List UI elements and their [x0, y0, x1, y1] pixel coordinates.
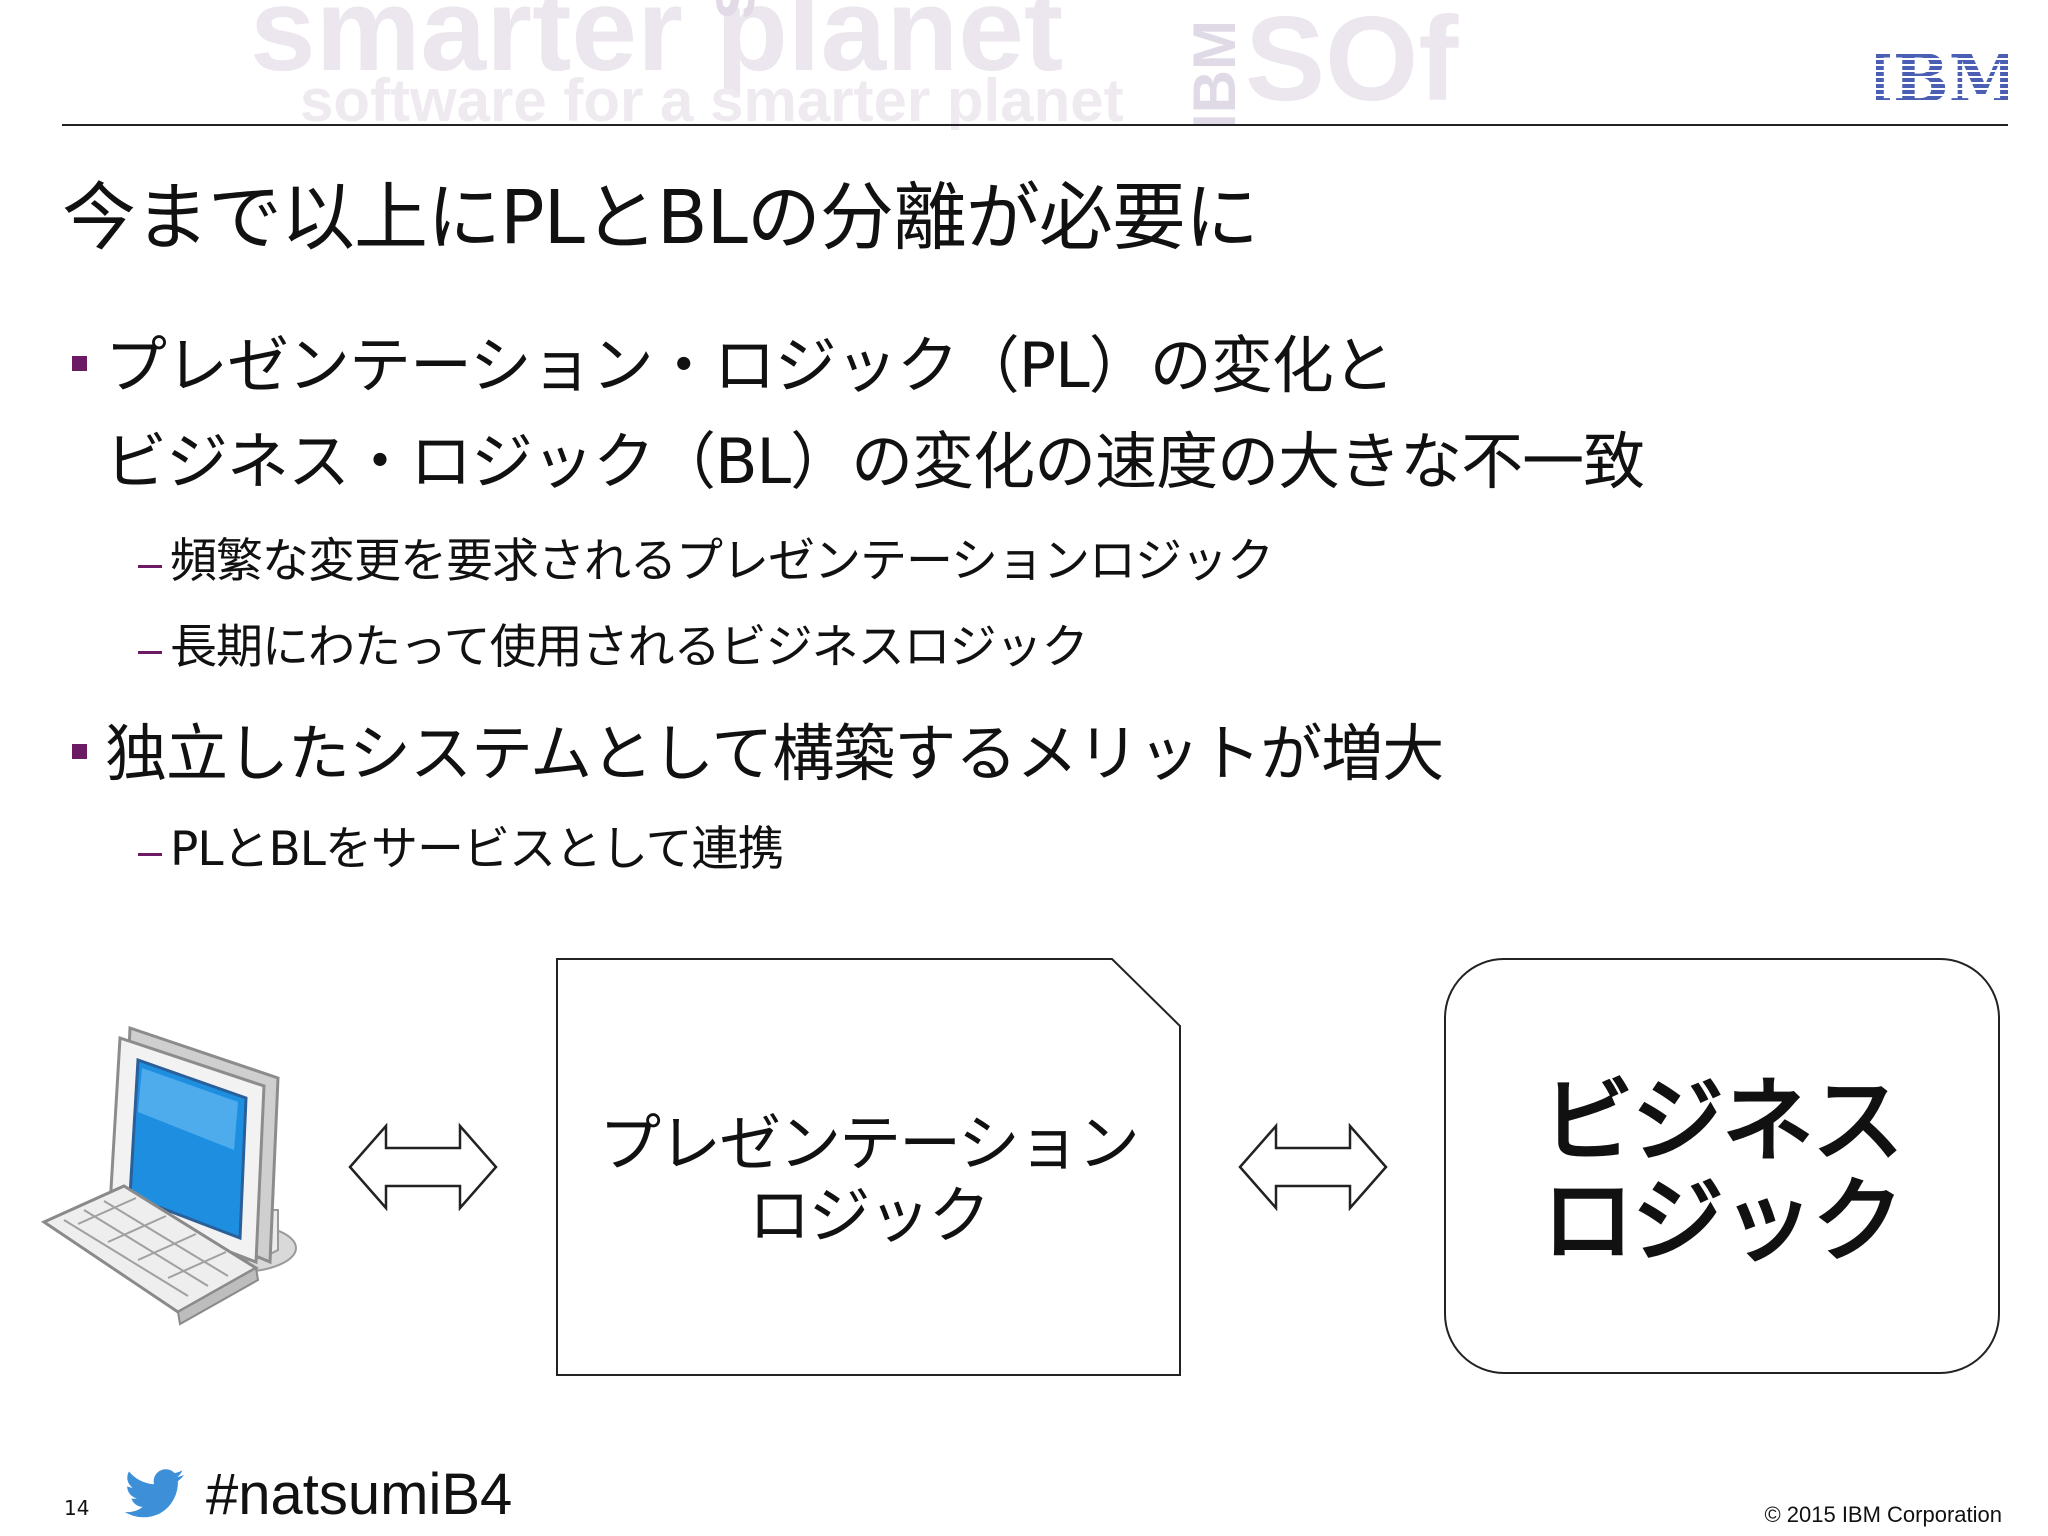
- double-arrow-icon: [1238, 1122, 1388, 1212]
- ibm-logo-icon: IBM: [1862, 40, 2022, 118]
- page-number: 14: [64, 1496, 90, 1520]
- sub-bullet-1-2: 長期にわたって使用されるビジネスロジック: [138, 608, 1089, 688]
- sub-bullet-2-1: PLとBLをサービスとして連携: [138, 810, 785, 890]
- sub-bullet-2-1-text: PLとBLをサービスとして連携: [170, 822, 785, 877]
- presentation-logic-label-line-1: プレゼンテーション: [599, 1107, 1140, 1180]
- bullet-2: 独立したシステムとして構築するメリットが増大: [72, 706, 1444, 802]
- presentation-logic-label: プレゼンテーション ロジック: [556, 1108, 1181, 1252]
- sub-bullet-1-1-text: 頻繁な変更を要求されるプレゼンテーションロジック: [170, 534, 1274, 589]
- business-logic-box: ビジネス ロジック: [1444, 958, 2000, 1374]
- double-arrow-icon: [348, 1122, 498, 1212]
- twitter-bird-icon: [122, 1468, 186, 1524]
- presentation-logic-box: プレゼンテーション ロジック: [556, 958, 1181, 1376]
- watermark-text-large: smarter planet: [250, 0, 1064, 96]
- sub-bullet-dash: [138, 565, 162, 568]
- watermark-text-small: software for a smarter planet: [300, 67, 1124, 130]
- watermark-text-soft: soft: [690, 0, 770, 20]
- presentation-logic-label-line-2: ロジック: [748, 1179, 990, 1252]
- ibm-logo: IBM: [1862, 40, 2022, 118]
- watermark-text-sof: SOf: [1245, 0, 1459, 126]
- slide-title: 今まで以上にPLとBLの分離が必要に: [62, 175, 1259, 261]
- watermark-text-ibm: IBM: [1181, 20, 1248, 130]
- bullet-2-line-1: 独立したシステムとして構築するメリットが増大: [105, 717, 1444, 790]
- hashtag: #natsumiB4: [206, 1462, 513, 1527]
- bullet-1: プレゼンテーション・ロジック（PL）の変化と ビジネス・ロジック（BL）の変化の…: [72, 318, 1645, 510]
- bullet-1-line-2: ビジネス・ロジック（BL）の変化の速度の大きな不一致: [105, 425, 1645, 498]
- bullet-marker: [72, 744, 87, 760]
- header-divider: [62, 124, 2008, 126]
- svg-text:IBM: IBM: [1876, 48, 2008, 106]
- bullet-1-line-1: プレゼンテーション・ロジック（PL）の変化と: [105, 329, 1395, 402]
- sub-bullet-dash: [138, 651, 162, 654]
- copyright: © 2015 IBM Corporation: [1764, 1502, 2002, 1527]
- bullet-marker: [72, 356, 87, 372]
- business-logic-label: ビジネス ロジック: [1446, 1072, 1998, 1272]
- header-watermark: smarter planet software for a smarter pl…: [0, 0, 1600, 130]
- business-logic-label-line-1: ビジネス: [1541, 1068, 1904, 1175]
- business-logic-label-line-2: ロジック: [1541, 1168, 1904, 1275]
- computer-icon: [38, 1010, 298, 1330]
- sub-bullet-1-1: 頻繁な変更を要求されるプレゼンテーションロジック: [138, 522, 1274, 602]
- sub-bullet-dash: [138, 853, 162, 856]
- sub-bullet-1-2-text: 長期にわたって使用されるビジネスロジック: [170, 620, 1089, 675]
